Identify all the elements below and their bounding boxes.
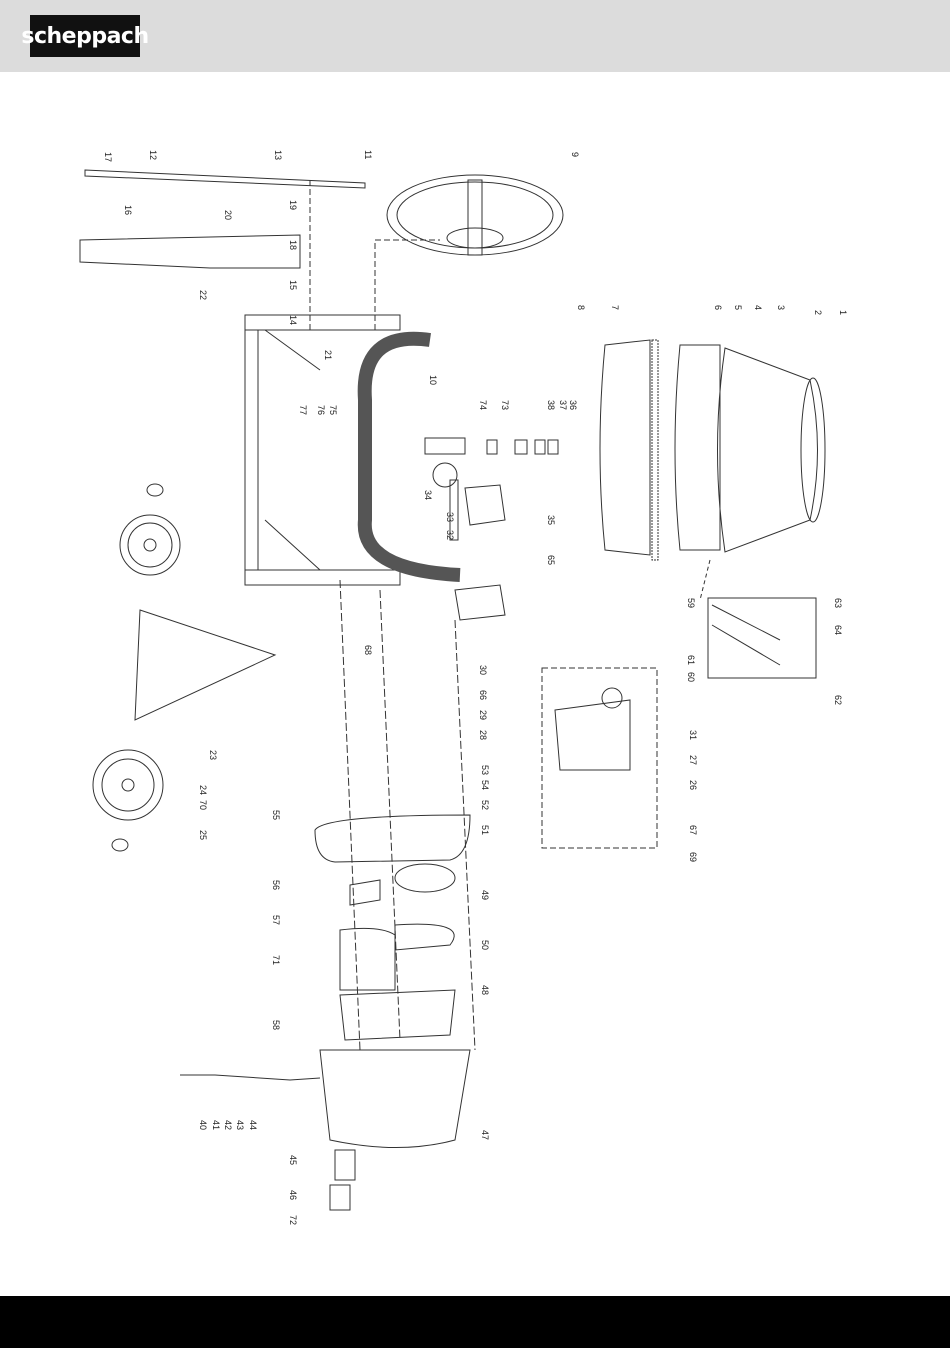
part-label-9: 9 [570,152,580,157]
part-label-34: 34 [423,490,433,500]
part-label-63: 63 [833,598,843,608]
part-label-46: 46 [288,1190,298,1200]
part-label-45: 45 [288,1155,298,1165]
part-label-2: 2 [813,310,823,315]
part-label-5: 5 [733,305,743,310]
part-label-3: 3 [776,305,786,310]
part-label-18: 18 [288,240,298,250]
part-label-23: 23 [208,750,218,760]
part-label-12: 12 [148,150,158,160]
part-label-31: 31 [688,730,698,740]
part-label-61: 61 [686,655,696,665]
part-label-49: 49 [480,890,490,900]
part-label-48: 48 [480,985,490,995]
part-label-33: 33 [445,512,455,522]
part-label-19: 19 [288,200,298,210]
part-label-54: 54 [480,780,490,790]
part-label-29: 29 [478,710,488,720]
part-label-42: 42 [223,1120,233,1130]
part-label-27: 27 [688,755,698,765]
part-label-16: 16 [123,205,133,215]
part-label-59: 59 [686,598,696,608]
part-label-68: 68 [363,645,373,655]
part-label-14: 14 [288,315,298,325]
part-label-6: 6 [713,305,723,310]
part-label-10: 10 [428,375,438,385]
footer-bar [0,1296,950,1348]
part-label-74: 74 [478,400,488,410]
part-label-1: 1 [838,310,848,315]
part-label-70: 70 [198,800,208,810]
part-label-32: 32 [445,530,455,540]
part-label-53: 53 [480,765,490,775]
part-label-38: 38 [546,400,556,410]
part-label-67: 67 [688,825,698,835]
part-label-52: 52 [480,800,490,810]
part-label-51: 51 [480,825,490,835]
part-label-64: 64 [833,625,843,635]
part-label-65: 65 [546,555,556,565]
part-label-72: 72 [288,1215,298,1225]
part-label-66: 66 [478,690,488,700]
part-label-44: 44 [248,1120,258,1130]
part-label-21: 21 [323,350,333,360]
part-label-37: 37 [558,400,568,410]
part-label-77: 77 [298,405,308,415]
part-label-24: 24 [198,785,208,795]
part-label-20: 20 [223,210,233,220]
part-label-26: 26 [688,780,698,790]
part-label-75: 75 [328,405,338,415]
part-label-30: 30 [478,665,488,675]
part-label-60: 60 [686,672,696,682]
part-label-35: 35 [546,515,556,525]
part-label-4: 4 [753,305,763,310]
part-label-56: 56 [271,880,281,890]
part-label-11: 11 [363,150,373,159]
part-label-73: 73 [500,400,510,410]
part-label-22: 22 [198,290,208,300]
part-label-71: 71 [271,955,281,965]
part-label-41: 41 [211,1120,221,1130]
part-label-50: 50 [480,940,490,950]
part-label-25: 25 [198,830,208,840]
part-label-13: 13 [273,150,283,160]
part-label-15: 15 [288,280,298,290]
part-label-69: 69 [688,852,698,862]
part-label-7: 7 [610,305,620,310]
part-label-17: 17 [103,152,113,162]
part-label-28: 28 [478,730,488,740]
part-label-36: 36 [568,400,578,410]
part-label-58: 58 [271,1020,281,1030]
part-label-40: 40 [198,1120,208,1130]
part-label-62: 62 [833,695,843,705]
part-label-55: 55 [271,810,281,820]
part-label-57: 57 [271,915,281,925]
part-label-76: 76 [316,405,326,415]
part-label-8: 8 [576,305,586,310]
part-label-43: 43 [235,1120,245,1130]
part-label-47: 47 [480,1130,490,1140]
